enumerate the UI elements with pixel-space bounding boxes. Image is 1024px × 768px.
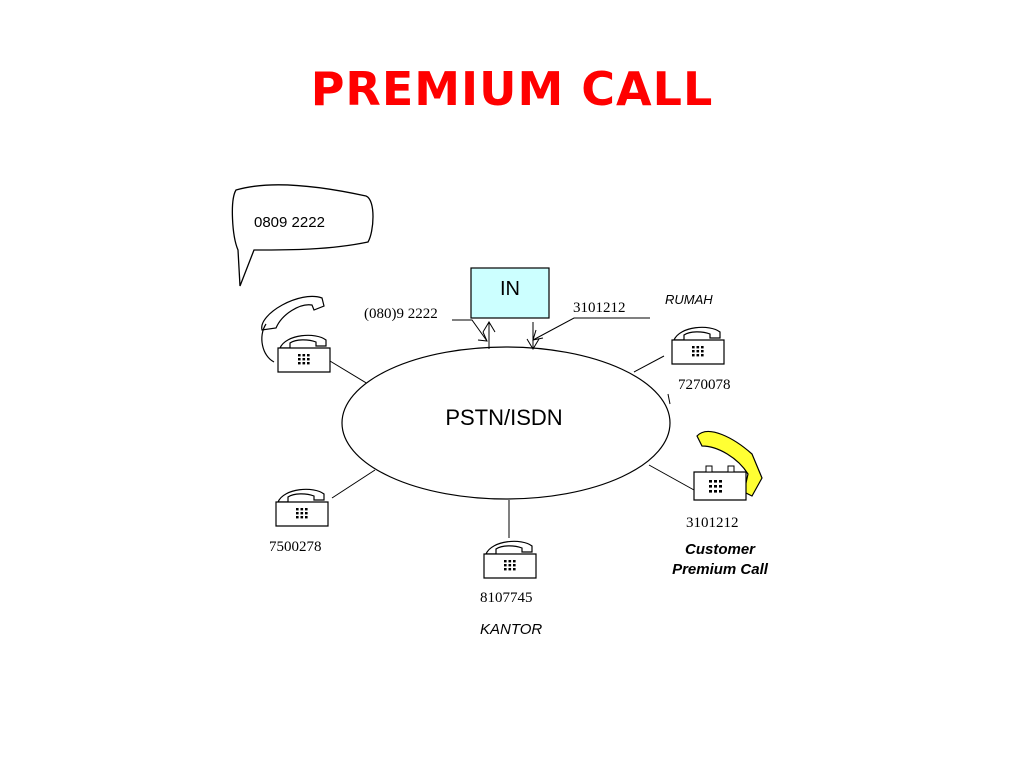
link-rumah-pstn	[633, 355, 665, 373]
arrow-left-label: (080)9 2222	[364, 306, 438, 322]
arrow-right-label: 3101212	[573, 300, 626, 316]
left-bottom-number: 7500278	[269, 539, 322, 555]
pstn-cloud: PSTN/ISDN	[341, 346, 671, 500]
bubble-text: 0809 2222	[254, 214, 325, 231]
kantor-telephone-icon	[483, 540, 537, 579]
rumah-caption: RUMAH	[665, 292, 713, 307]
link-customer-pstn	[648, 464, 695, 491]
customer-caption: Customer Premium Call	[672, 541, 768, 578]
rumah-telephone-icon	[671, 326, 725, 365]
slide-title: PREMIUM CALL	[310, 62, 714, 116]
kantor-number: 8107745	[480, 590, 533, 606]
customer-number: 3101212	[686, 515, 739, 531]
link-stub	[667, 393, 671, 405]
speech-bubble: 0809 2222	[231, 184, 374, 287]
in-node: IN	[470, 267, 550, 319]
caller-telephone-icon	[261, 295, 331, 373]
link-caller-pstn	[324, 357, 369, 385]
kantor-caption: KANTOR	[480, 621, 542, 638]
connection-lines	[324, 355, 695, 538]
in-label: IN	[500, 278, 520, 300]
in-pstn-arrows	[452, 317, 650, 350]
customer-telephone-off-hook-icon	[693, 430, 763, 501]
pstn-label: PSTN/ISDN	[445, 405, 562, 430]
left-bottom-telephone-icon	[275, 488, 329, 527]
rumah-number: 7270078	[678, 377, 731, 393]
link-leftbottom-pstn	[331, 469, 376, 499]
